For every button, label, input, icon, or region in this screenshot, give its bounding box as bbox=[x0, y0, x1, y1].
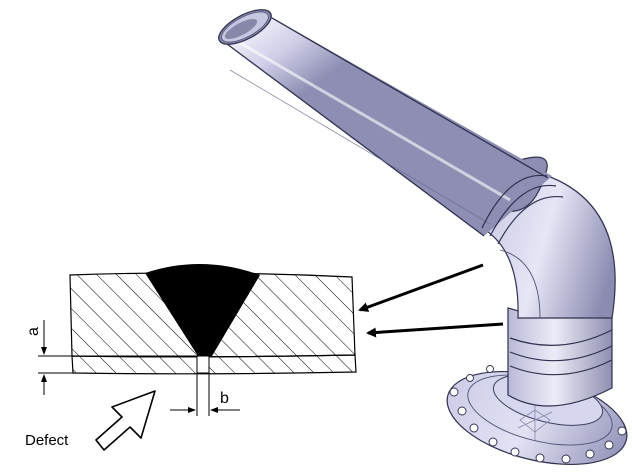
dimension-b bbox=[170, 373, 240, 416]
weld-seam-lower bbox=[509, 329, 613, 376]
pipe-open-end bbox=[218, 9, 272, 45]
dimension-a bbox=[38, 320, 200, 395]
flange-bolt-holes bbox=[449, 365, 627, 464]
pointer-arrow-upper bbox=[358, 263, 484, 312]
weld-cross-section: a b Defect bbox=[25, 263, 357, 451]
root-layer bbox=[71, 354, 357, 375]
dimension-a-label: a bbox=[25, 327, 42, 336]
dimension-b-label: b bbox=[220, 390, 229, 407]
weld-seam-upper bbox=[481, 174, 564, 245]
pipe-assembly bbox=[217, 9, 628, 466]
defect-arrow bbox=[95, 390, 156, 451]
pointer-arrow-lower bbox=[366, 322, 504, 338]
weld-bead bbox=[145, 263, 260, 356]
defect-label: Defect bbox=[25, 432, 69, 449]
